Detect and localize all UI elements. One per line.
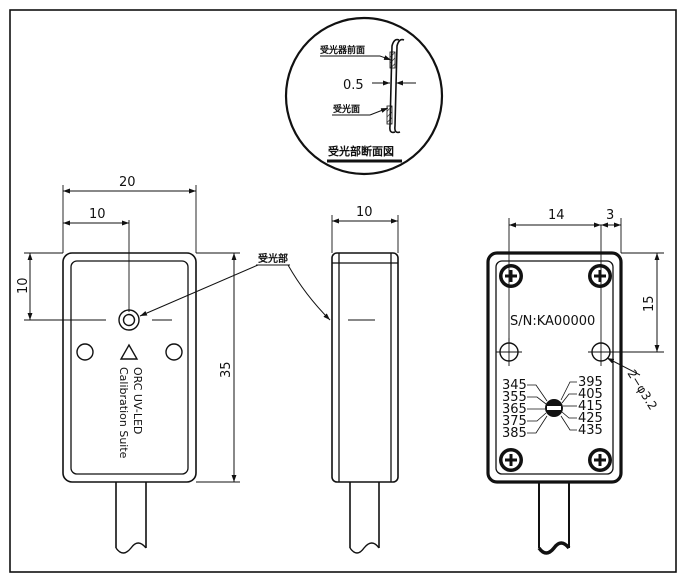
gap-dimension: 0.5 [343, 78, 364, 93]
wavelength-right-3: 425 [578, 411, 603, 426]
side-depth-dimension: 10 [356, 205, 373, 220]
back-view: S/N:KA00000 345 355 365 375 385 395 405 … [486, 208, 664, 555]
front-label-line1: ORC UV-LED [131, 367, 144, 434]
screw-top-right-icon [588, 264, 612, 288]
detail-circle [284, 16, 444, 176]
front-width-dimension: 20 [119, 175, 136, 190]
front-label-line2: Calibration Suite [117, 367, 130, 459]
wavelength-right-0: 395 [578, 375, 603, 390]
front-view: ORC UV-LED Calibration Suite 20 10 10 35… [16, 175, 331, 554]
side-view: 10 [331, 205, 399, 554]
screw-top-left-icon [499, 264, 523, 288]
front-height-dimension: 35 [219, 361, 234, 378]
drawing-frame [9, 9, 677, 573]
section-detail: 0.5 受光器前面 受光面 受光部断面図 [284, 16, 444, 176]
wavelength-right-4: 435 [578, 423, 603, 438]
front-height-offset-dimension: 10 [16, 277, 31, 294]
front-body-outer [62, 252, 197, 483]
front-center-dimension: 10 [89, 207, 106, 222]
back-body-inner [495, 260, 614, 475]
wavelength-leader-lines [527, 381, 577, 434]
wavelength-right-2: 415 [578, 399, 603, 414]
back-body-outer [486, 251, 623, 484]
front-body-inner [70, 260, 189, 475]
wavelength-left-3: 375 [502, 414, 527, 429]
alignment-triangle-icon [119, 343, 139, 360]
wavelength-left-4: 385 [502, 426, 527, 441]
sensor-outer-ring [118, 309, 140, 331]
sensor-callout-label: 受光部 [258, 252, 288, 265]
serial-number: S/N:KA00000 [510, 314, 595, 329]
section-title: 受光部断面図 [328, 144, 394, 158]
back-hole-height-dimension: 15 [642, 295, 657, 312]
front-face-label: 受光器前面 [320, 44, 365, 56]
wavelength-left-2: 365 [502, 402, 527, 417]
wavelength-left-1: 355 [502, 390, 527, 405]
screw-bottom-right-icon [588, 448, 612, 472]
wavelength-right-1: 405 [578, 387, 603, 402]
sensor-inner-ring [122, 313, 136, 327]
wavelength-left-0: 345 [502, 378, 527, 393]
front-right-hole [165, 343, 183, 361]
back-hole-offset-dimension: 3 [606, 208, 614, 223]
screw-bottom-left-icon [499, 448, 523, 472]
back-width-dimension: 14 [548, 208, 565, 223]
front-left-hole [76, 343, 94, 361]
hole-diameter-callout: 2−φ3.2 [624, 367, 660, 412]
receiving-face-label: 受光面 [333, 103, 360, 115]
side-body [331, 252, 399, 483]
